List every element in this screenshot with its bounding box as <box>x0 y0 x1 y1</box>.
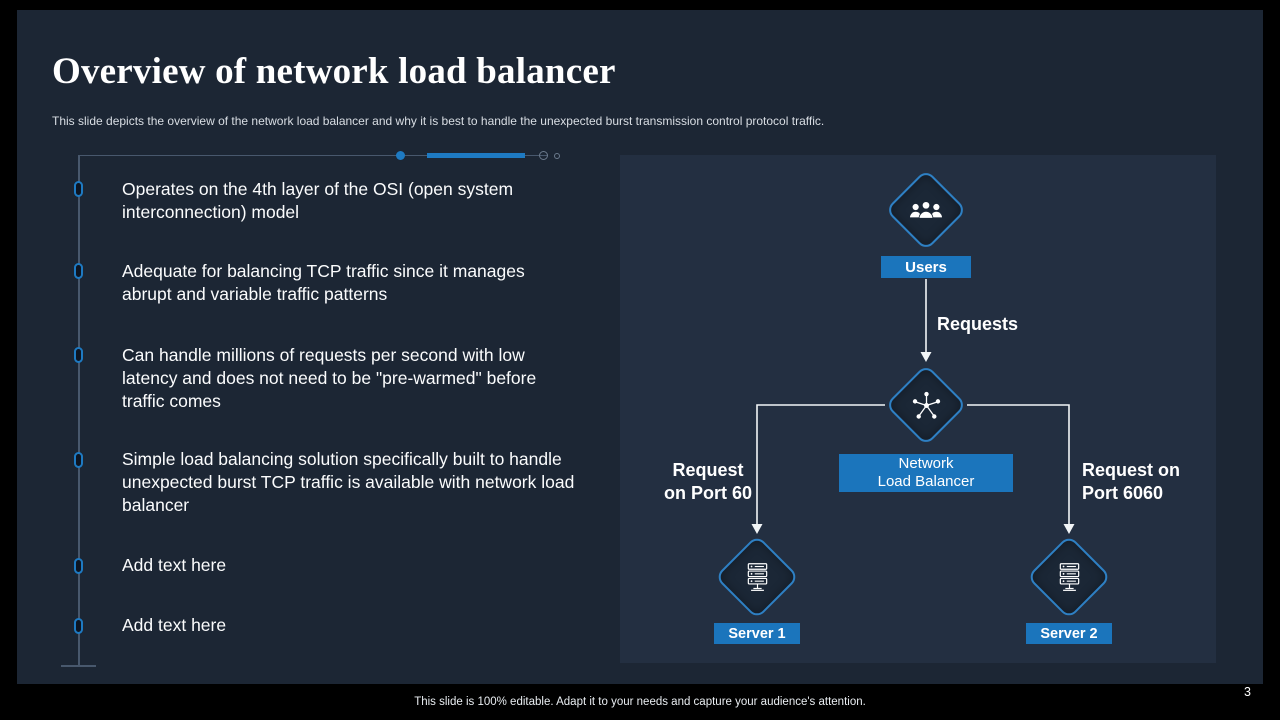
bullet-item-placeholder: Add text here <box>122 615 227 635</box>
slide-canvas: Overview of network load balancer This s… <box>17 10 1263 684</box>
right-branch-label: Request on Port 6060 <box>1082 459 1214 505</box>
server-icon <box>747 562 767 591</box>
timeline-end-tick <box>61 665 96 667</box>
diagram-panel: Users Requests <box>620 155 1216 663</box>
server2-label-badge: Server 2 <box>1026 623 1112 644</box>
label-line: Request on <box>1082 460 1181 480</box>
slide-title: Overview of network load balancer <box>52 51 616 92</box>
users-node <box>884 168 968 252</box>
timeline-circle-small <box>554 152 560 159</box>
footer-bar: This slide is 100% editable. Adapt it to… <box>0 684 1280 720</box>
timeline-dot <box>396 151 405 160</box>
slide-subtitle: This slide depicts the overview of the n… <box>52 114 825 128</box>
page-number: 3 <box>1244 685 1251 699</box>
timeline-horizontal-rule <box>78 155 548 156</box>
bullet-marker <box>74 558 83 574</box>
bullet-marker <box>74 347 83 363</box>
server-icon <box>1059 562 1079 591</box>
label-line: on Port 60 <box>663 483 752 503</box>
footer-note: This slide is 100% editable. Adapt it to… <box>414 696 866 708</box>
bullet-marker <box>74 263 83 279</box>
bullet-item: Adequate for balancing TCP traffic since… <box>122 261 525 304</box>
label-line: Network <box>898 455 954 472</box>
load-balancer-node <box>884 363 968 447</box>
load-balancer-label-badge: Network Load Balancer <box>839 454 1013 492</box>
server1-label-badge: Server 1 <box>714 623 800 644</box>
label-line: Load Balancer <box>877 473 975 490</box>
requests-label: Requests <box>937 314 1019 334</box>
bullet-item: Operates on the 4th layer of the OSI (op… <box>122 179 514 222</box>
label-line: Request <box>672 460 744 480</box>
bullet-item-placeholder: Add text here <box>122 555 227 575</box>
timeline-circle-large <box>539 151 548 160</box>
left-branch-label: Request on Port 60 <box>640 459 776 505</box>
bullet-marker <box>74 452 83 468</box>
label-line: Port 6060 <box>1082 483 1164 503</box>
network-icon <box>912 391 940 419</box>
server2-node <box>1026 534 1112 620</box>
bullet-item: Simple load balancing solution specifica… <box>122 449 575 515</box>
timeline-vertical-line <box>78 155 80 666</box>
connector-arrows <box>751 279 1075 534</box>
bullet-marker <box>74 181 83 197</box>
bullet-marker <box>74 618 83 634</box>
users-icon <box>910 200 942 219</box>
users-label-badge: Users <box>881 256 971 278</box>
server1-node <box>714 534 800 620</box>
timeline-accent-bar <box>427 153 525 158</box>
bullet-item: Can handle millions of requests per seco… <box>122 345 537 411</box>
